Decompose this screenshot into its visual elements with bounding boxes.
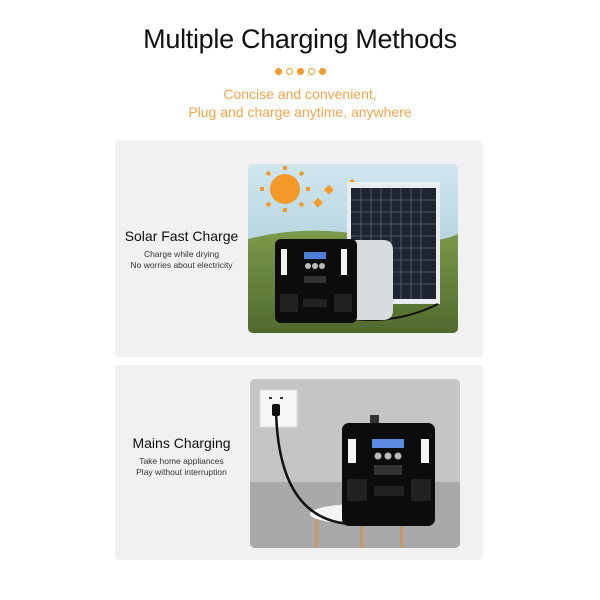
subtitle-line-1: Concise and convenient, — [223, 86, 377, 102]
card-desc-1: Charge while drying — [143, 249, 220, 259]
card-label: Solar Fast Charge Charge while drying No… — [115, 228, 248, 271]
solar-charge-card: Solar Fast Charge Charge while drying No… — [115, 140, 483, 357]
dot-icon — [296, 68, 304, 75]
subtitle-line-2: Plug and charge anytime, anywhere — [188, 104, 412, 120]
mains-charge-card: Mains Charging Take home appliances Play… — [115, 365, 483, 560]
power-station — [342, 415, 435, 526]
dot-icon — [318, 68, 326, 75]
card-title: Solar Fast Charge — [124, 228, 239, 244]
card-label: Mains Charging Take home appliances Play… — [115, 435, 248, 478]
card-title: Mains Charging — [132, 435, 231, 451]
page-title: Multiple Charging Methods — [143, 24, 457, 54]
card-desc-2: Play without interruption — [136, 467, 227, 477]
power-station — [275, 239, 393, 323]
dot-icon — [285, 68, 293, 75]
decorative-dots — [0, 68, 600, 75]
mains-charging-image — [250, 379, 460, 548]
dot-icon — [274, 68, 282, 75]
card-desc-2: No worries about electricity — [130, 260, 233, 270]
dot-icon — [307, 68, 315, 75]
solar-charging-image — [248, 164, 458, 333]
sun-icon — [260, 166, 310, 212]
card-desc-1: Take home appliances — [139, 456, 224, 466]
